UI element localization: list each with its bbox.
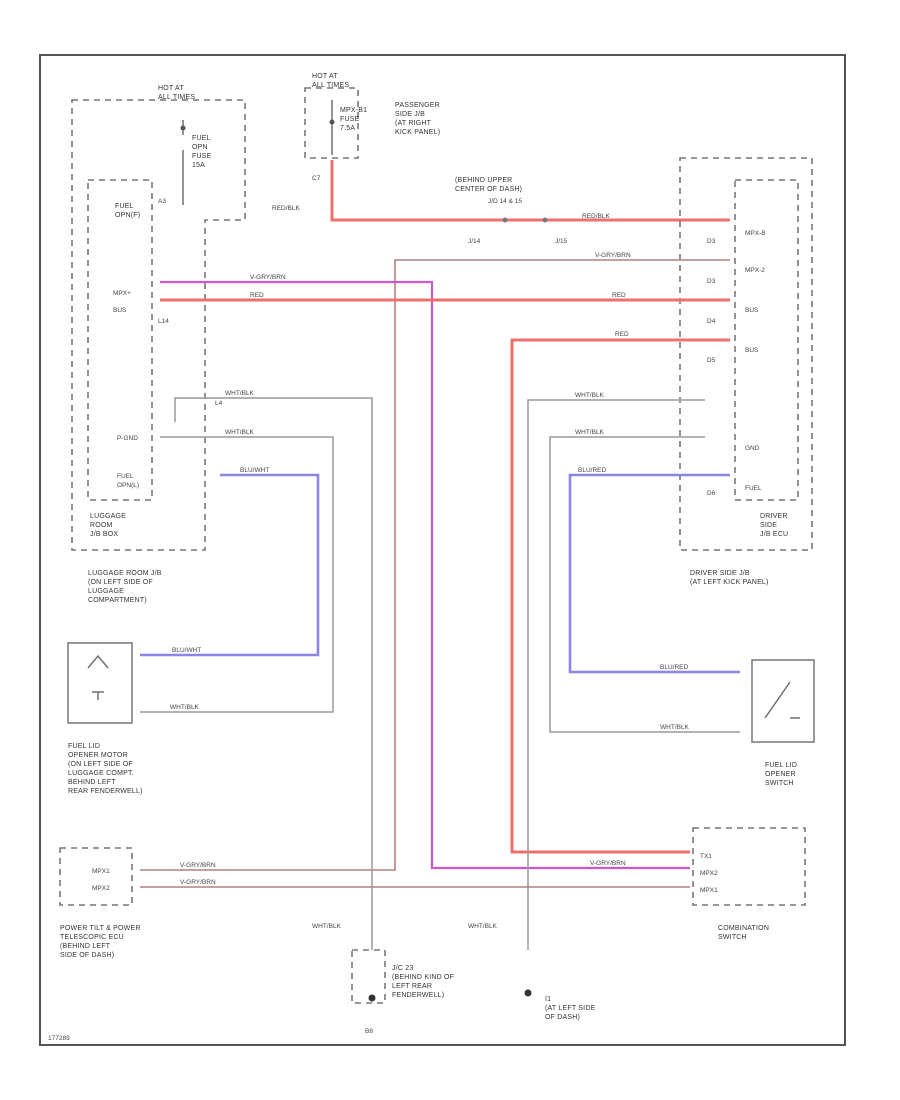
gnd-pin-label: GND xyxy=(745,445,760,452)
tilt-mpx2: MPX2 xyxy=(92,885,110,892)
wire-bluwht-2: BLU/WHT xyxy=(172,647,201,654)
wire-whtblk-motor: WHT/BLK xyxy=(170,704,200,711)
pin-l14: L14 xyxy=(158,318,169,325)
wire-blue-switch xyxy=(568,473,740,674)
wire-blured-1: BLU/RED xyxy=(578,467,606,474)
wire-whtblk-driver-2 xyxy=(549,436,740,733)
mpx-pin-label: MPX+ xyxy=(113,290,131,297)
pin-d3b: D3 xyxy=(707,278,716,285)
wire-red-3: RED xyxy=(615,331,629,338)
wire-pink-mpx xyxy=(160,280,690,870)
j-top-label: J/D 14 & 15 xyxy=(488,198,522,205)
wire-red-blk-main xyxy=(330,160,730,222)
wire-whtblk-5: WHT/BLK xyxy=(575,429,605,436)
driver-jb-desc: DRIVER SIDE J/B(AT LEFT KICK PANEL) xyxy=(690,570,769,586)
figure-id: 177289 xyxy=(48,1035,70,1042)
fuse-box-left xyxy=(71,99,246,551)
pin-l4: L4 xyxy=(215,400,223,407)
junction-box xyxy=(351,949,386,1004)
fuel-lid-motor xyxy=(67,642,133,724)
fuse-terminal-icon xyxy=(180,125,186,131)
pin-d3a: D3 xyxy=(707,238,716,245)
wire-vgry-4: V-GRY/BRN xyxy=(180,879,216,886)
driver-jb-outer xyxy=(679,157,813,551)
bus2-pin-label: BUS xyxy=(745,347,759,354)
driver-jb-inner xyxy=(734,179,799,501)
fuel-lid-switch xyxy=(751,659,815,743)
combo-mpx1: MPX1 xyxy=(700,887,718,894)
pin-d5: D5 xyxy=(707,357,716,364)
fuel-pin-label: FUEL xyxy=(745,485,762,492)
motor-icon xyxy=(87,654,109,700)
pin-d6: D6 xyxy=(707,490,716,497)
fuse-box-center xyxy=(304,87,359,159)
connector-j15-icon xyxy=(542,217,548,223)
combo-tx1: TX1 xyxy=(700,853,712,860)
tilt-ecu-box xyxy=(59,847,133,906)
ground-code: B8 xyxy=(365,1028,373,1035)
wire-whtblk-a3 xyxy=(174,397,373,950)
tilt-mpx1: MPX1 xyxy=(92,868,110,875)
combination-switch-box xyxy=(692,827,806,906)
wire-whtblk-driver-1 xyxy=(527,399,705,950)
wire-whtblk-8: WHT/BLK xyxy=(468,923,498,930)
combo-mpx2: MPX2 xyxy=(700,870,718,877)
wire-vgry-1: V-GRY/BRN xyxy=(595,252,631,259)
wire-red-2: RED xyxy=(612,292,626,299)
mpx2-pin-label: MPX-2 xyxy=(745,267,765,274)
wire-vgry-3: V-GRY/BRN xyxy=(180,862,216,869)
pin-a3: A3 xyxy=(158,198,166,205)
ground-node-icon xyxy=(524,989,532,997)
junction-node-icon xyxy=(368,994,376,1002)
bus-pin-label-right: BUS xyxy=(745,307,759,314)
wire-whtblk-6: WHT/BLK xyxy=(660,724,690,731)
pin-j15: J/15 xyxy=(555,238,568,245)
wire-blured-2: BLU/RED xyxy=(660,664,688,671)
wire-whtblk-7: WHT/BLK xyxy=(312,923,342,930)
wire-red-blk-2: RED/BLK xyxy=(582,213,610,220)
wire-vgry-2: V-GRY/BRN xyxy=(250,274,286,281)
mpxb-pin-label: MPX-B xyxy=(745,230,766,237)
wire-whtblk-2: WHT/BLK xyxy=(225,429,255,436)
wire-red-blk: RED/BLK xyxy=(272,205,300,212)
wire-vgry-top xyxy=(140,259,730,871)
center-fuse-terminal-icon xyxy=(329,119,335,125)
pin-d4: D4 xyxy=(707,318,716,325)
pin-c7: C7 xyxy=(312,175,321,182)
pin-j14: J/14 xyxy=(468,238,481,245)
wire-bluwht-1: BLU/WHT xyxy=(240,467,269,474)
wire-whtblk-4: WHT/BLK xyxy=(575,392,605,399)
wire-red-1: RED xyxy=(250,292,264,299)
luggage-jb-inner xyxy=(87,179,153,501)
wire-blue-motor xyxy=(140,473,320,657)
pgnd-pin-label: P-GND xyxy=(117,435,138,442)
wire-red-tx1 xyxy=(510,338,730,854)
wire-whtblk-1: WHT/BLK xyxy=(225,390,255,397)
wire-vgry-5: V-GRY/BRN xyxy=(590,860,626,867)
connector-j14-icon xyxy=(502,217,508,223)
switch-icon xyxy=(764,681,800,719)
wire-whtblk-pgnd xyxy=(140,436,334,713)
bus-pin-label: BUS xyxy=(113,307,127,314)
